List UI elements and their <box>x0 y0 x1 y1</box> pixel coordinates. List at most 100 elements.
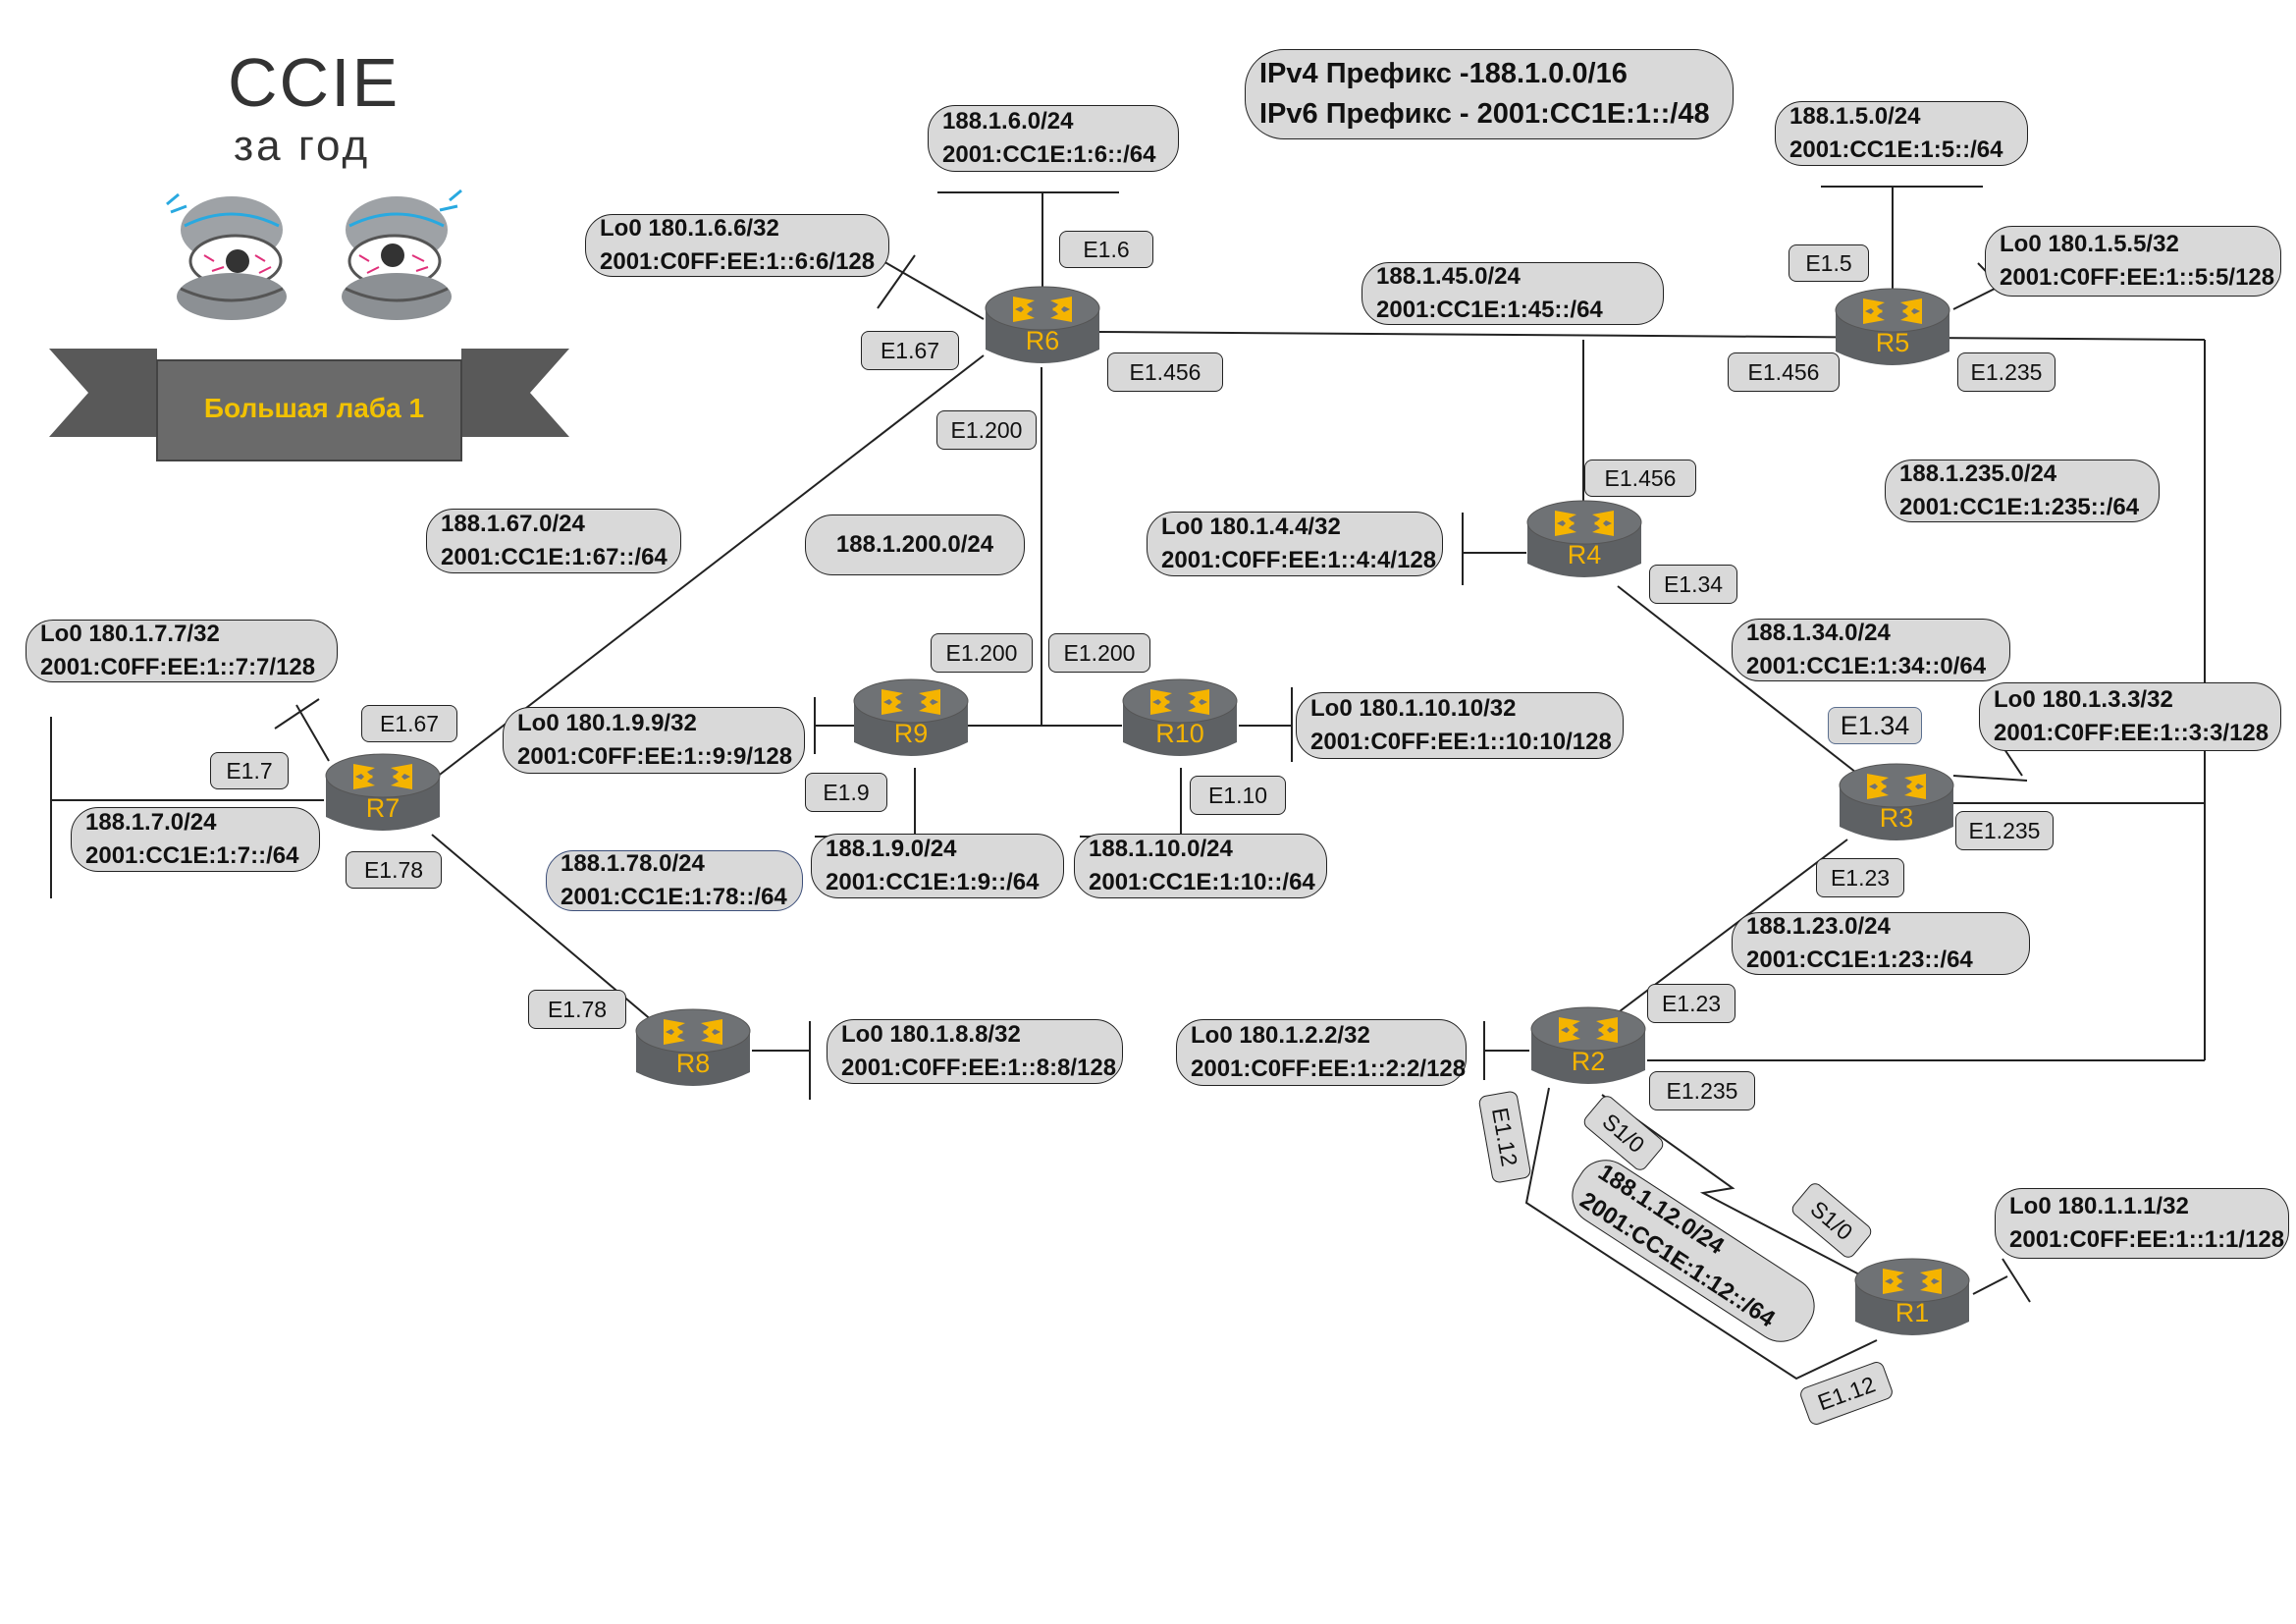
network-ipv4: 188.1.45.0/24 <box>1376 263 1521 291</box>
router-icon <box>1854 1258 1970 1335</box>
link-r3-r2 <box>1619 839 1848 1012</box>
network-ipv4: 188.1.5.0/24 <box>1789 103 1921 131</box>
iface-r6-e1-456: E1.456 <box>1107 352 1223 392</box>
router-name: R7 <box>365 793 400 823</box>
iface-r6-e1-200: E1.200 <box>936 410 1037 450</box>
network-ipv6: 2001:C0FF:EE:1::4:4/128 <box>1161 547 1437 573</box>
network-ipv6: 2001:C0FF:EE:1::8:8/128 <box>841 1055 1117 1081</box>
iface-r3-e1-34: E1.34 <box>1828 707 1922 744</box>
network-ipv6: 2001:CC1E:1:7::/64 <box>85 842 299 869</box>
router-name: R10 <box>1155 719 1204 748</box>
iface-r6-e1-67: E1.67 <box>861 331 959 370</box>
router-name: R1 <box>1895 1298 1930 1327</box>
link-r6-loopback <box>881 259 985 320</box>
link-r2-r1-serial <box>1601 1094 1864 1277</box>
logo-title: CCIE <box>228 44 400 121</box>
network-box-net-200: 188.1.200.0/24 <box>805 514 1025 575</box>
router-r8: R8 <box>634 1007 752 1086</box>
router-icon <box>1530 1006 1646 1084</box>
mascot-left-icon <box>166 192 287 320</box>
network-ipv4: Lo0 180.1.6.6/32 <box>600 215 779 243</box>
router-name: R8 <box>675 1049 711 1078</box>
iface-r2-e1-235: E1.235 <box>1649 1071 1755 1110</box>
iface-r7-e1-7: E1.7 <box>210 752 289 789</box>
network-ipv6: 2001:C0FF:EE:1::3:3/128 <box>1994 720 2269 746</box>
network-ipv6: 2001:CC1E:1:5::/64 <box>1789 136 2003 163</box>
network-ipv4: Lo0 180.1.2.2/32 <box>1191 1022 1370 1050</box>
router-icon <box>1122 678 1238 756</box>
iface-r9-e1-200: E1.200 <box>931 633 1033 673</box>
network-ipv4: 188.1.34.0/24 <box>1746 620 1891 647</box>
router-r7: R7 <box>324 752 442 831</box>
router-name: R3 <box>1879 803 1914 833</box>
router-icon <box>325 753 441 831</box>
network-ipv6: 2001:CC1E:1:235::/64 <box>1899 494 2140 520</box>
link-r6-loopback-stub <box>877 254 916 309</box>
router-r2: R2 <box>1529 1005 1647 1084</box>
network-ipv6: 2001:CC1E:1:9::/64 <box>826 869 1040 895</box>
network-ipv4: Lo0 180.1.8.8/32 <box>841 1021 1021 1049</box>
ipv6-prefix: IPv6 Префикс - 2001:CC1E:1::/48 <box>1259 98 1710 130</box>
network-ipv6: 2001:CC1E:1:78::/64 <box>561 884 787 910</box>
router-icon <box>985 286 1100 363</box>
router-r10: R10 <box>1121 677 1239 756</box>
network-ipv4: Lo0 180.1.10.10/32 <box>1310 695 1517 723</box>
network-ipv4: Lo0 180.1.3.3/32 <box>1994 686 2173 714</box>
iface-r5-e1-235: E1.235 <box>1957 352 2056 392</box>
banner-ribbon <box>49 349 569 461</box>
network-ipv4: 188.1.9.0/24 <box>826 836 957 863</box>
network-ipv4: Lo0 180.1.7.7/32 <box>40 621 220 648</box>
router-icon <box>635 1008 751 1086</box>
network-ipv6: 2001:C0FF:EE:1::5:5/128 <box>2000 264 2275 291</box>
network-ipv6: 2001:C0FF:EE:1::1:1/128 <box>2009 1226 2285 1253</box>
lab-title: Большая лаба 1 <box>203 393 425 423</box>
link-r7-loopback <box>295 704 330 762</box>
network-ipv6: 2001:CC1E:1:45::/64 <box>1376 297 1603 323</box>
iface-r7-e1-78: E1.78 <box>346 851 442 889</box>
network-ipv6: 2001:C0FF:EE:1::7:7/128 <box>40 654 316 680</box>
network-ipv6: 2001:CC1E:1:34::0/64 <box>1746 653 1987 679</box>
router-r4: R4 <box>1525 499 1643 577</box>
iface-r6-e1-6: E1.6 <box>1059 231 1153 268</box>
router-icon <box>1839 763 1954 840</box>
network-ipv4: Lo0 180.1.5.5/32 <box>2000 231 2179 258</box>
router-name: R4 <box>1567 540 1602 569</box>
router-name: R9 <box>893 719 929 748</box>
network-ipv4: Lo0 180.1.1.1/32 <box>2009 1193 2189 1220</box>
prefix-summary: IPv4 Префикс -188.1.0.0/16 IPv6 Префикс … <box>1245 49 1734 139</box>
router-icon <box>1835 288 1950 365</box>
link-r1-loopback <box>1972 1275 2008 1295</box>
router-r1: R1 <box>1853 1257 1971 1335</box>
iface-r5-e1-456: E1.456 <box>1728 352 1840 392</box>
iface-r4-e1-34: E1.34 <box>1649 565 1737 604</box>
logo-subtitle: за год <box>234 122 371 170</box>
network-ipv4: Lo0 180.1.4.4/32 <box>1161 514 1341 541</box>
link-456-segment <box>1096 331 2206 341</box>
link-r3-loopback <box>1952 775 2028 782</box>
network-ipv4: 188.1.6.0/24 <box>942 108 1074 135</box>
iface-r2-e1-23: E1.23 <box>1647 984 1735 1023</box>
router-name: R5 <box>1875 328 1910 357</box>
iface-r10-e1-200: E1.200 <box>1048 633 1150 673</box>
iface-r10-e1-10: E1.10 <box>1190 776 1286 815</box>
network-ipv6: 2001:CC1E:1:10::/64 <box>1089 869 1315 895</box>
network-ipv4: 188.1.23.0/24 <box>1746 913 1891 941</box>
router-r6: R6 <box>984 285 1101 363</box>
